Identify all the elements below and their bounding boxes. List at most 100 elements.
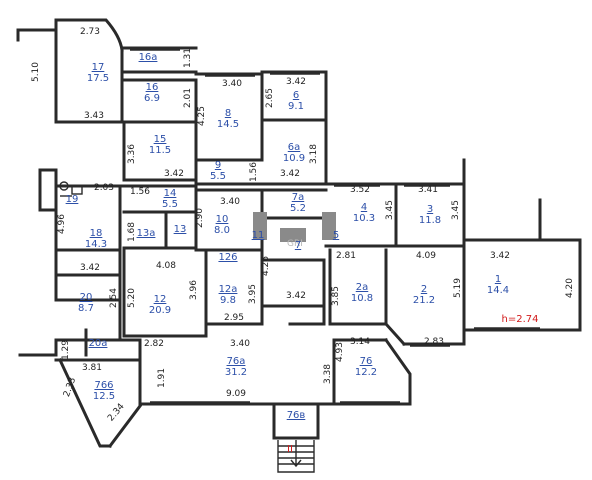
- dimension-label: 4.09: [416, 251, 436, 261]
- dimension-label: 2.81: [336, 251, 356, 261]
- dimension-label: 4.08: [156, 261, 176, 271]
- dimension-label: 3.52: [350, 185, 370, 195]
- entrance-stairs: [277, 440, 315, 473]
- room-number: 12a: [219, 284, 238, 295]
- dimension-label: 1.56: [130, 187, 150, 197]
- entrance-label: II: [287, 444, 293, 455]
- room-area: 9.8: [220, 295, 236, 306]
- room-labels: 1717.516a166.91511.5814.569.16a10.995.51…: [66, 52, 510, 421]
- room-number: 16a: [139, 52, 158, 63]
- dimension-label: 4.20: [565, 278, 575, 298]
- room-number: 8: [225, 108, 231, 119]
- dimension-label: 2.65: [265, 88, 275, 108]
- room-number: 2a: [356, 282, 369, 293]
- room-area: 8.0: [214, 225, 230, 236]
- room-number: 76a: [227, 356, 246, 367]
- dimension-label: 2.83: [424, 337, 444, 347]
- dimension-label: 2.01: [183, 88, 193, 108]
- room-area: 9.1: [288, 101, 304, 112]
- room-number: 13: [174, 224, 187, 235]
- room-area: 5.5: [210, 171, 226, 182]
- dimension-label: 3.40: [222, 79, 242, 89]
- dimension-label: 1.68: [127, 222, 137, 242]
- room-area: 11.8: [419, 215, 441, 226]
- dimension-label: 3.96: [189, 280, 199, 300]
- walls: [16, 18, 582, 449]
- dimension-label: 3.45: [385, 200, 395, 220]
- dimension-label: 1.31: [183, 48, 193, 68]
- dimension-label: 2.54: [109, 288, 119, 308]
- room-area: 10.3: [353, 213, 375, 224]
- dimension-label: 2.90: [195, 208, 205, 228]
- room-number: 5: [333, 230, 339, 241]
- dimension-label: 4.25: [197, 106, 207, 126]
- room-number: 9: [215, 160, 221, 171]
- room-area: 10.9: [283, 153, 305, 164]
- dimension-labels: 2.73 5.10 3.43 1.31 2.01 3.40 3.42 4.25 2.65 3.36…: [31, 27, 575, 424]
- dimension-label: 3.41: [418, 185, 438, 195]
- dimension-label: 5.10: [31, 62, 41, 82]
- dimension-label: 2.82: [144, 339, 164, 349]
- dimension-label: 4.26: [261, 256, 271, 276]
- windows: [130, 49, 540, 403]
- room-area: 6.9: [144, 93, 160, 104]
- room-area: 5.2: [290, 203, 306, 214]
- dimension-label: 3.40: [220, 197, 240, 207]
- room-number: 14: [164, 188, 177, 199]
- room-number: 126: [218, 252, 237, 263]
- room-number: 15: [154, 134, 167, 145]
- room-number: 6a: [288, 142, 301, 153]
- dimension-label: 3.42: [164, 169, 184, 179]
- dimension-label: 9.09: [226, 389, 246, 399]
- dimension-label: 3.43: [84, 111, 104, 121]
- sanitary-fixtures: [59, 181, 83, 197]
- room-area: 21.2: [413, 295, 435, 306]
- dimension-label: 2.73: [80, 27, 100, 37]
- dimension-label: 3.14: [350, 337, 370, 347]
- room-number: 20: [80, 292, 93, 303]
- dimension-label: 3.42: [80, 263, 100, 273]
- dimension-label: 2.03: [94, 183, 114, 193]
- room-number: 3: [427, 204, 433, 215]
- room-area: 14.5: [217, 119, 239, 130]
- room-number: 7a: [292, 192, 305, 203]
- dimension-label: 4.96: [57, 214, 67, 234]
- room-number: 6: [293, 90, 299, 101]
- room-number: 1: [495, 274, 501, 285]
- room-number: 76: [360, 356, 373, 367]
- dimension-label: 1.56: [249, 162, 259, 182]
- room-number: 20a: [89, 338, 108, 349]
- room-number: 7: [295, 240, 301, 251]
- room-number: 11: [252, 230, 265, 241]
- room-number: 4: [361, 202, 367, 213]
- dimension-label: 3.45: [451, 200, 461, 220]
- room-area: 8.7: [78, 303, 94, 314]
- room-number: 10: [216, 214, 229, 225]
- room-area: 11.5: [149, 145, 171, 156]
- dimension-label: 3.36: [127, 144, 137, 164]
- room-area: 10.8: [351, 293, 373, 304]
- room-area: 31.2: [225, 367, 247, 378]
- room-number: 17: [92, 62, 105, 73]
- dimension-label: 3.42: [280, 169, 300, 179]
- dimension-label: 3.85: [331, 286, 341, 306]
- room-area: 17.5: [87, 73, 109, 84]
- room-area: 14.3: [85, 239, 107, 250]
- dimension-label: 3.38: [323, 364, 333, 384]
- dimension-label: 3.40: [230, 339, 250, 349]
- ceiling-height-label: h=2.74: [502, 314, 539, 325]
- dimension-label: 3.42: [286, 291, 306, 301]
- dimension-label: 3.18: [309, 144, 319, 164]
- room-number: 766: [94, 380, 113, 391]
- dimension-label: 2.34: [106, 402, 127, 424]
- room-number: 76в: [287, 410, 306, 421]
- room-number: 16: [146, 82, 159, 93]
- room-area: 14.4: [487, 285, 509, 296]
- dimension-label: 3.42: [286, 77, 306, 87]
- room-area: 5.5: [162, 199, 178, 210]
- room-number: 19: [66, 194, 79, 205]
- watermark: GRI: [287, 239, 303, 249]
- dimension-label: 5.19: [453, 278, 463, 298]
- dimension-label: 3.95: [248, 284, 258, 304]
